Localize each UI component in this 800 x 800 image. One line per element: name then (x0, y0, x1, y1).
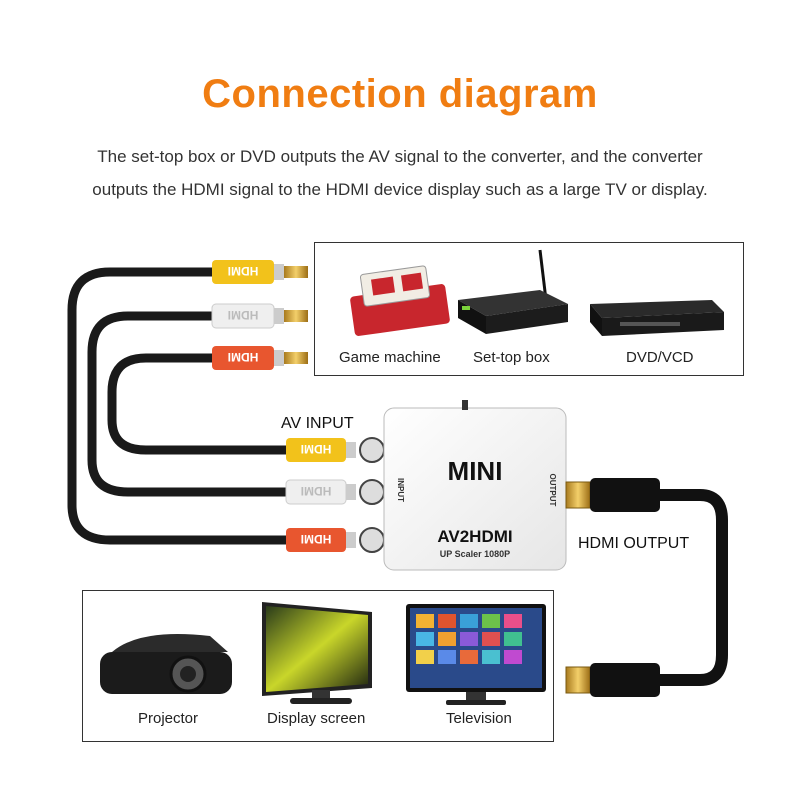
yellow-rca-plug-top: HDMI (212, 260, 308, 284)
caption-set-top-box: Set-top box (473, 349, 550, 366)
plug-label: HDMI (228, 264, 259, 278)
rca-jacks (359, 437, 385, 553)
hdmi-plug-output (565, 478, 660, 512)
rca-cables (67, 267, 295, 545)
converter-subtitle: UP Scaler 1080P (440, 549, 510, 559)
red-rca-plug-input: HDMI (286, 528, 356, 552)
plug-label: HDMI (301, 442, 332, 456)
hdmi-cable (654, 489, 728, 686)
dvd-player-image (590, 300, 724, 336)
converter-output-label: OUTPUT (548, 474, 557, 507)
page-title: Connection diagram (202, 72, 598, 116)
set-top-box-image (458, 249, 568, 334)
description-line-1: The set-top box or DVD outputs the AV si… (97, 147, 703, 166)
red-rca-cable (107, 353, 295, 455)
converter-name: AV2HDMI (437, 527, 512, 546)
television-image (406, 604, 546, 705)
hdmi-plug-display (565, 663, 660, 697)
white-rca-cable (87, 311, 295, 497)
plug-label: HDMI (301, 484, 332, 498)
converter-input-label: INPUT (396, 478, 405, 502)
projector-image (100, 634, 232, 694)
caption-dvd: DVD/VCD (626, 349, 694, 366)
caption-television: Television (446, 710, 512, 727)
display-screen-image (262, 602, 372, 704)
av-input-label: AV INPUT (281, 415, 354, 432)
white-rca-plug-top: HDMI (211, 303, 308, 329)
plug-label: HDMI (301, 532, 332, 546)
caption-display-screen: Display screen (267, 710, 366, 727)
caption-game-machine: Game machine (339, 349, 441, 366)
caption-projector: Projector (138, 710, 199, 727)
plug-label: HDMI (228, 308, 259, 322)
converter-box: MINI AV2HDMI UP Scaler 1080P INPUT OUTPU… (383, 400, 567, 571)
white-rca-plug-input: HDMI (285, 479, 356, 505)
yellow-rca-plug-input: HDMI (286, 438, 356, 462)
red-rca-plug-top: HDMI (212, 346, 308, 370)
hdmi-output-label: HDMI OUTPUT (578, 535, 690, 552)
description-line-2: outputs the HDMI signal to the HDMI devi… (92, 180, 708, 199)
converter-model: MINI (448, 456, 503, 486)
game-machine-image (350, 265, 450, 336)
plug-label: HDMI (228, 350, 259, 364)
yellow-rca-cable (67, 267, 295, 545)
